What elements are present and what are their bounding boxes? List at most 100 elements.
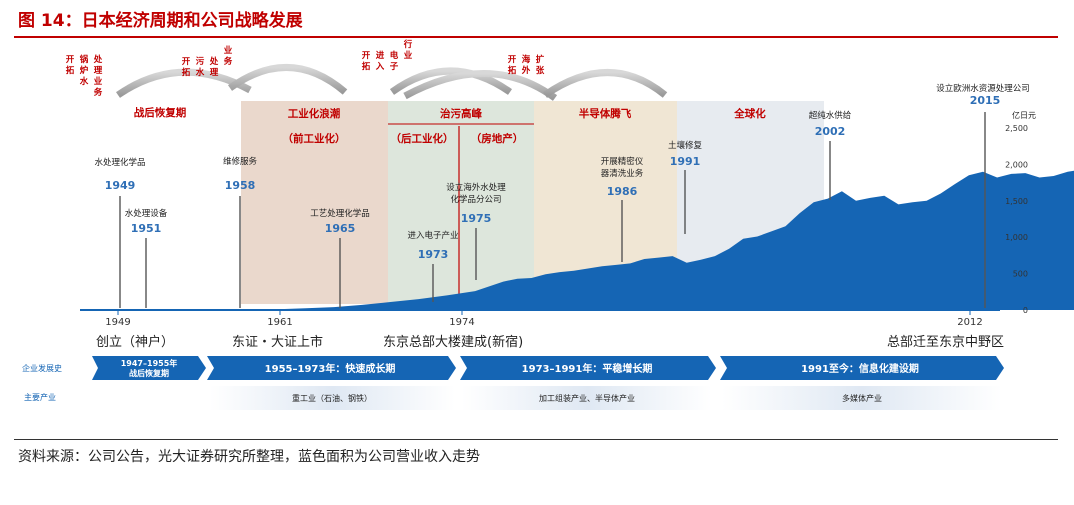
- event-label: 水处理设备: [125, 208, 168, 219]
- industry-band-2: [462, 386, 712, 410]
- event-year: 1965: [325, 222, 356, 235]
- svg-text:业: 业: [404, 50, 413, 61]
- event-label: 工艺处理化学品: [310, 208, 370, 219]
- industry-band-1: [210, 386, 455, 410]
- y-tick-label: 2,500: [1005, 124, 1028, 133]
- svg-text:开: 开: [66, 55, 75, 65]
- x-tick-label: 1949: [105, 317, 130, 328]
- event-year: 1975: [461, 212, 492, 225]
- history-period-2: 1955–1973年：快速成长期: [265, 362, 396, 375]
- x-tick-label: 2012: [957, 317, 982, 328]
- industry-assembly-semiconductor: 加工组装产业、半导体产业: [539, 393, 635, 403]
- svg-text:理: 理: [94, 66, 103, 76]
- event-label: 维修服务: [223, 156, 258, 167]
- svg-text:处: 处: [209, 56, 219, 67]
- svg-text:外: 外: [521, 65, 531, 76]
- svg-text:拓: 拓: [182, 67, 191, 78]
- svg-text:拓: 拓: [362, 61, 371, 72]
- phase-block-pollution: [388, 101, 534, 304]
- strategy-arc-3: [389, 67, 513, 95]
- svg-text:理: 理: [210, 68, 219, 78]
- revenue-area: [277, 170, 1074, 310]
- svg-text:扩: 扩: [536, 54, 545, 65]
- svg-text:污: 污: [196, 56, 205, 67]
- svg-text:开: 开: [508, 55, 517, 65]
- figure-title: 图 14：日本经济周期和公司战略发展: [18, 11, 303, 31]
- history-period-1: 1947–1955年战后恢复期: [121, 358, 178, 378]
- svg-text:业: 业: [224, 45, 233, 56]
- history-row-label: 企业发展史: [22, 363, 62, 373]
- svg-text:进: 进: [376, 50, 385, 61]
- svg-text:拓: 拓: [66, 65, 75, 76]
- event-year: 1973: [418, 248, 449, 261]
- svg-text:务: 务: [94, 87, 103, 98]
- y-tick-label: 500: [1013, 270, 1028, 279]
- svg-text:锅: 锅: [79, 54, 89, 65]
- svg-text:水: 水: [195, 67, 205, 78]
- phase-label-postwar: 战后恢复期: [134, 106, 187, 119]
- industry-multimedia: 多媒体产业: [842, 393, 882, 403]
- event-label: 水处理化学品: [94, 157, 145, 168]
- event-year: 1951: [131, 222, 162, 235]
- svg-text:开: 开: [362, 51, 371, 61]
- phase-sub-postindustrial: （后工业化）: [391, 132, 454, 145]
- svg-text:开: 开: [182, 57, 191, 67]
- svg-text:业: 业: [94, 76, 103, 87]
- svg-text:入: 入: [375, 62, 385, 72]
- phase-block-industrial: [241, 101, 388, 304]
- event-year: 1958: [225, 179, 256, 192]
- event-label: 土壤修复: [668, 140, 703, 151]
- event-annotations: 水处理化学品1949水处理设备1951维修服务1958工艺处理化学品1965进入…: [94, 83, 1030, 308]
- y-tick-label: 1,000: [1005, 233, 1028, 242]
- svg-text:子: 子: [390, 62, 399, 72]
- phase-label-industrial: 工业化浪潮: [288, 107, 341, 120]
- history-period-3-arrow: [460, 356, 716, 380]
- industry-heavy: 重工业（石油、钢铁）: [292, 393, 372, 403]
- source-rule: [14, 439, 1058, 440]
- svg-text:海: 海: [522, 54, 531, 65]
- history-period-4-arrow: [720, 356, 1004, 380]
- y-tick-label: 0: [1023, 306, 1028, 315]
- history-period-3: 1973–1991年：平稳增长期: [522, 362, 653, 375]
- phase-labels: 战后恢复期工业化浪潮（前工业化）治污高峰（后工业化）（房地产）半导体腾飞全球化: [134, 106, 766, 145]
- x-tick-label: 1961: [267, 317, 292, 328]
- industry-band-3: [722, 386, 1002, 410]
- strategy-arc-5: [543, 69, 668, 98]
- svg-text:水: 水: [79, 76, 89, 87]
- phase-sub-realestate: （房地产）: [471, 132, 524, 145]
- history-period-2-arrow: [207, 356, 456, 380]
- phase-label-global: 全球化: [733, 107, 766, 120]
- svg-text:电: 电: [390, 50, 399, 61]
- milestone-tokyo-hq: 东京总部大楼建成(新宿): [383, 334, 523, 350]
- event-year: 2015: [970, 94, 1001, 107]
- event-year: 1986: [607, 185, 638, 198]
- industry-row-label: 主要产业: [24, 392, 56, 402]
- event-year: 2002: [815, 125, 846, 138]
- title-rule: [14, 36, 1058, 38]
- history-period-1-arrow: [92, 356, 206, 380]
- event-label: 超纯水供给: [809, 110, 852, 121]
- svg-text:行: 行: [403, 39, 413, 50]
- svg-text:处: 处: [93, 54, 103, 65]
- phase-label-semiconductor: 半导体腾飞: [579, 107, 632, 120]
- milestone-nakano-hq: 总部迁至东京中野区: [887, 335, 1004, 350]
- svg-text:炉: 炉: [80, 65, 89, 76]
- phase-label-pollution: 治污高峰: [440, 107, 482, 120]
- strategy-arc-4: [403, 70, 558, 101]
- strategy-tags: 开拓锅炉水处理业务开拓污水处理业务开拓进入电子行业开拓海外扩张: [66, 39, 545, 98]
- y-axis-unit-label: 亿日元: [1012, 110, 1036, 120]
- x-tick-label: 1974: [449, 317, 474, 328]
- event-year: 1991: [670, 155, 701, 168]
- event-label: 设立欧洲水资源处理公司: [936, 83, 1030, 94]
- svg-text:张: 张: [536, 66, 545, 76]
- x-tick-labels: 1949 1961 1974 2012: [105, 310, 983, 328]
- y-tick-label: 1,500: [1005, 197, 1028, 206]
- event-year: 1949: [105, 179, 136, 192]
